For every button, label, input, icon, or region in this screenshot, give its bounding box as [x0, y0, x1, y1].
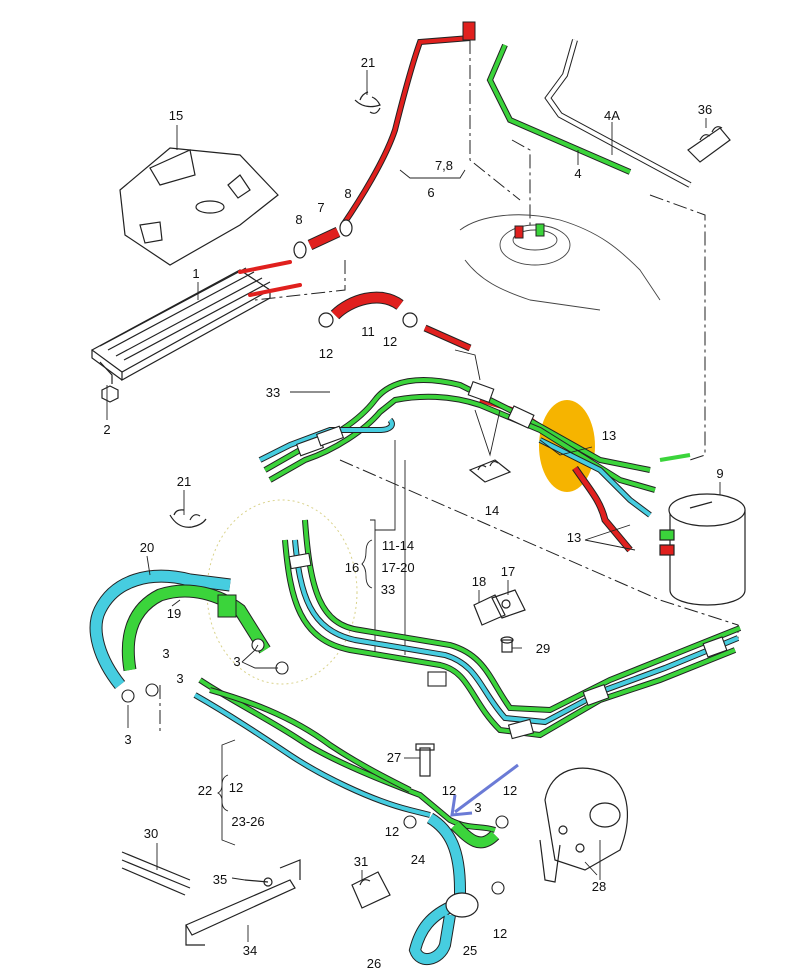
callout-23-26: 23-26 [231, 814, 264, 829]
callout-36: 36 [698, 102, 712, 117]
callout-11-14: 11-14 [382, 538, 414, 553]
callout-12-c: 12 [229, 780, 243, 795]
callout-4a: 4A [604, 108, 620, 123]
callout-35: 35 [213, 872, 227, 887]
tank-red-port [514, 225, 524, 239]
callout-18: 18 [472, 574, 486, 589]
callout-4: 4 [574, 166, 581, 181]
part-29-bolt [500, 636, 514, 653]
callout-3-c: 3 [176, 671, 183, 686]
callout-17-20: 17-20 [381, 560, 414, 575]
part-11-red-hose [330, 291, 472, 352]
red-lines-cooler [238, 260, 302, 297]
part-25-clamp [445, 892, 479, 918]
callout-28: 28 [592, 879, 606, 894]
callout-22: 22 [198, 783, 212, 798]
part-18-clip [473, 594, 506, 626]
part-2-nut [101, 385, 119, 403]
small-clamps [121, 638, 509, 895]
callout-33-mid: 33 [381, 582, 395, 597]
red-hose-top [340, 21, 476, 227]
fuel-tank-outline [459, 214, 661, 311]
part-17-clip [491, 589, 526, 619]
part-7-red-hose [307, 227, 341, 250]
callout-17: 17 [501, 564, 515, 579]
callout-29: 29 [536, 641, 550, 656]
callout-8-right: 8 [344, 186, 351, 201]
callout-6: 6 [427, 185, 434, 200]
part-19-connector [217, 594, 237, 618]
part-20-cyan-hose [89, 569, 231, 690]
callout-3-e: 3 [474, 800, 481, 815]
callout-11: 11 [361, 324, 375, 339]
callout-14: 14 [485, 503, 499, 518]
leader-lines [159, 40, 739, 735]
thin-guides [221, 169, 601, 880]
callout-15: 15 [169, 108, 183, 123]
callout-12-e: 12 [503, 783, 517, 798]
clamp-8-12 [293, 219, 418, 328]
callout-1: 1 [192, 266, 199, 281]
part-9-charcoal-canister [659, 493, 746, 606]
callout-19: 19 [167, 606, 181, 621]
callout-7-8: 7,8 [435, 158, 453, 173]
part-35-screw [244, 877, 273, 887]
callout-8-left: 8 [295, 212, 302, 227]
part-27-bolt [415, 743, 435, 777]
callout-7: 7 [317, 200, 324, 215]
hose-bundle-middle [258, 377, 691, 518]
callout-12-b: 12 [383, 334, 397, 349]
callout-30: 30 [144, 826, 158, 841]
part-30-lines [121, 851, 191, 896]
part-14-clip [468, 459, 512, 483]
callout-34: 34 [243, 943, 257, 958]
callout-3-d: 3 [124, 732, 131, 747]
callout-27: 27 [387, 750, 401, 765]
callout-3-b: 3 [233, 654, 240, 669]
callout-24: 24 [411, 852, 425, 867]
callout-9: 9 [716, 466, 723, 481]
callout-26: 26 [367, 956, 381, 971]
brace-22 [216, 774, 229, 812]
hose-bundle-lower [282, 519, 742, 739]
label-leaders [106, 70, 721, 942]
part-28-pump [539, 767, 629, 883]
callout-31: 31 [354, 854, 368, 869]
part-21-clip-left [169, 509, 207, 528]
part-21-clip-top [354, 91, 381, 114]
arrow-indicator [450, 763, 519, 817]
brace-16 [361, 539, 373, 589]
part-36-clip [687, 126, 731, 163]
tank-green-port [535, 223, 545, 237]
line-4a-grey [544, 39, 692, 188]
callout-25: 25 [463, 943, 477, 958]
callout-13-top: 13 [602, 428, 616, 443]
callout-12-f: 12 [385, 824, 399, 839]
detail-circle [206, 499, 358, 685]
part-19-green-hose [121, 584, 271, 672]
part-15-bracket [119, 147, 279, 266]
part-31-clip [351, 871, 391, 909]
hose-lower-left [193, 677, 496, 833]
callout-2: 2 [103, 422, 110, 437]
part-1-fuel-cooler [90, 267, 272, 384]
part-34-bracket [185, 859, 301, 946]
callout-33-top: 33 [266, 385, 280, 400]
callout-13-bottom: 13 [567, 530, 581, 545]
part-24-hose [426, 812, 500, 900]
callout-20: 20 [140, 540, 154, 555]
callout-12-a: 12 [319, 346, 333, 361]
clips-lower [288, 552, 728, 740]
callout-12-g: 12 [493, 926, 507, 941]
line-4-green [486, 43, 632, 175]
part-26-hose [408, 899, 458, 965]
callout-12-d: 12 [442, 783, 456, 798]
clips-middle [295, 380, 535, 457]
callout-21-top: 21 [361, 55, 375, 70]
callout-3-a: 3 [162, 646, 169, 661]
callout-16: 16 [345, 560, 359, 575]
callout-21-left: 21 [177, 474, 191, 489]
